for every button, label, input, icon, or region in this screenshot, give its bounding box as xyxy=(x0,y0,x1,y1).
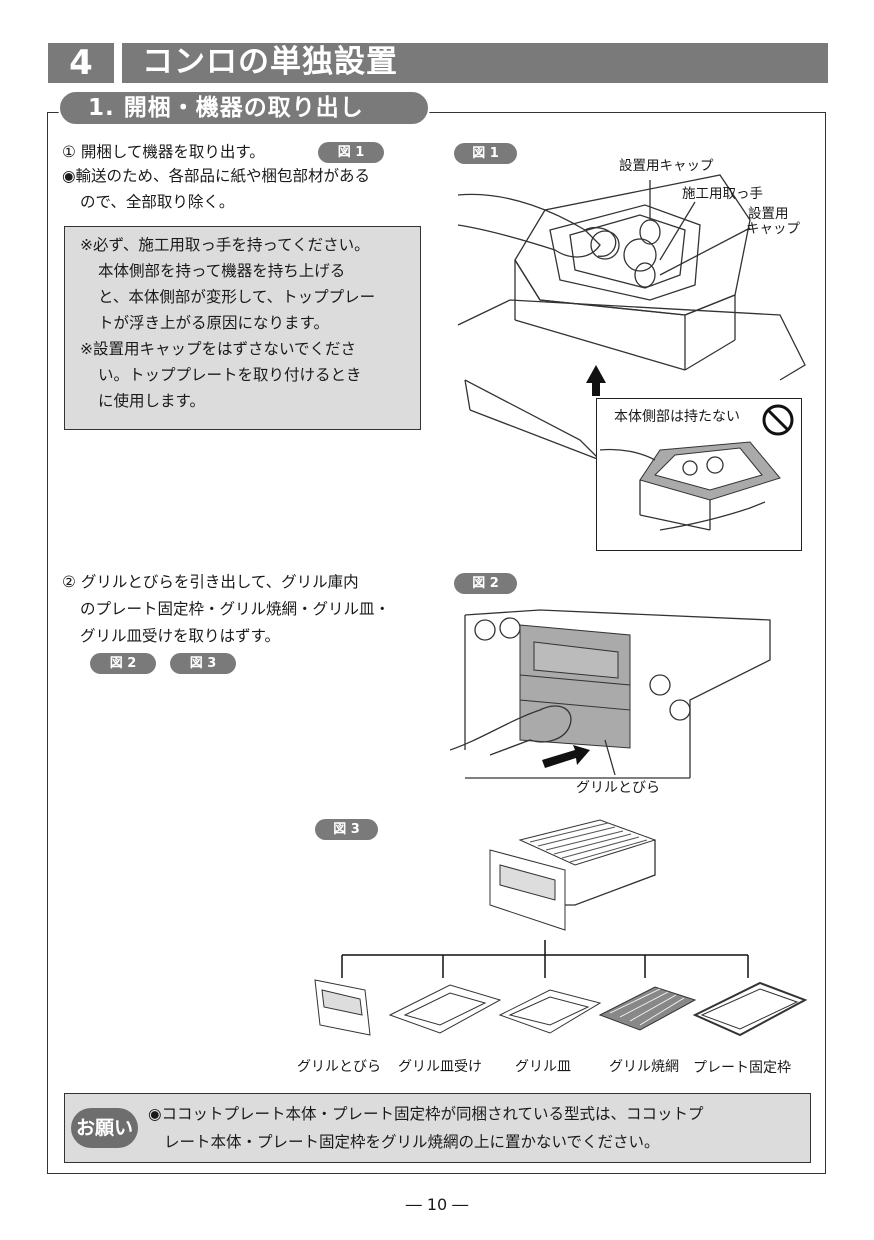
fig1-badge: 図 1 xyxy=(454,143,517,164)
request-box xyxy=(64,1093,811,1163)
section-number: 4 xyxy=(48,43,114,83)
step1-line1: ① 開梱して機器を取り出す。 xyxy=(62,143,265,161)
fig1-label-cap-top: 設置用キャップ xyxy=(619,158,714,174)
page-number: ― 10 ― xyxy=(405,1195,469,1214)
content-frame xyxy=(47,112,826,1174)
step2-l2: のプレート固定枠・グリル焼網・グリル皿・ xyxy=(80,600,391,618)
section-title-bar xyxy=(122,43,828,83)
fig3-part-label-2: グリル皿 xyxy=(515,1059,571,1075)
prohibited-icon xyxy=(762,404,794,436)
fig2-label-door: グリルとびら xyxy=(576,780,660,796)
fig3-part-label-3: グリル焼網 xyxy=(609,1059,679,1075)
part-grill-door xyxy=(314,979,371,1036)
caution-l1: ※必ず、施工用取っ手を持ってください。 xyxy=(80,236,370,254)
step1-bullet-l1: ◉輸送のため、各部品に紙や梱包部材がある xyxy=(62,167,371,185)
caution-l5: ※設置用キャップをはずさないでくださ xyxy=(80,340,357,358)
caution-l7: に使用します。 xyxy=(98,392,205,410)
fig1-callout-text: 本体側部は持たない xyxy=(614,409,740,425)
fig2-illustration xyxy=(450,609,771,779)
request-badge: お願い xyxy=(71,1108,138,1148)
part-grill-rack xyxy=(598,986,697,1031)
fig3-connector-lines xyxy=(341,940,749,978)
fig3-badge: 図 3 xyxy=(315,819,378,840)
caution-l4: トが浮き上がる原因になります。 xyxy=(98,314,329,332)
part-grill-pan xyxy=(498,989,602,1034)
fig2-badge: 図 2 xyxy=(454,573,517,594)
step1-fig-badge: 図 1 xyxy=(318,142,384,163)
section-title: コンロの単独設置 xyxy=(142,44,398,80)
fig3-parts-illustration xyxy=(314,979,808,1037)
fig1-callout-illustration xyxy=(600,441,781,531)
caution-note-text: ※必ず、施工用取っ手を持ってください。 本体側部を持って機器を持ち上げる と、本… xyxy=(80,232,416,414)
step2-l3: グリル皿受けを取りはずす。 xyxy=(80,627,280,645)
caution-l3: と、本体側部が変形して、トッププレー xyxy=(98,288,376,306)
fig1-label-cap-right-2: キャップ xyxy=(746,221,800,237)
caution-note-box xyxy=(64,226,421,430)
part-plate-frame xyxy=(692,981,808,1037)
step2-fig3-badge: 図 3 xyxy=(170,653,236,674)
fig3-part-label-4: プレート固定枠 xyxy=(693,1060,791,1076)
fig3-part-label-0: グリルとびら xyxy=(297,1059,381,1075)
request-text: ◉ココットプレート本体・プレート固定枠が同梱されている型式は、ココットプ レート… xyxy=(148,1100,808,1156)
step2-l1: ② グリルとびらを引き出して、グリル庫内 xyxy=(62,573,359,591)
fig1-label-cap-right-1: 設置用 xyxy=(748,206,789,222)
step1-bullet-l2: ので、全部取り除く。 xyxy=(80,193,235,211)
fig3-part-label-1: グリル皿受け xyxy=(398,1059,482,1075)
subsection-title: 1. 開梱・機器の取り出し xyxy=(88,95,364,121)
fig1-illustration xyxy=(457,174,806,461)
caution-l2: 本体側部を持って機器を持ち上げる xyxy=(98,262,346,280)
step2-fig2-badge: 図 2 xyxy=(90,653,156,674)
caution-l6: い。トッププレートを取り付けるとき xyxy=(98,366,362,384)
request-l1: ◉ココットプレート本体・プレート固定枠が同梱されている型式は、ココットプ xyxy=(148,1105,704,1123)
request-l2: レート本体・プレート固定枠をグリル焼網の上に置かないでください。 xyxy=(164,1133,660,1151)
subsection-pill xyxy=(58,90,430,126)
fig3-assembly-illustration xyxy=(489,819,657,931)
fig1-label-handle: 施工用取っ手 xyxy=(682,186,763,202)
part-grill-pan-holder xyxy=(388,984,502,1034)
